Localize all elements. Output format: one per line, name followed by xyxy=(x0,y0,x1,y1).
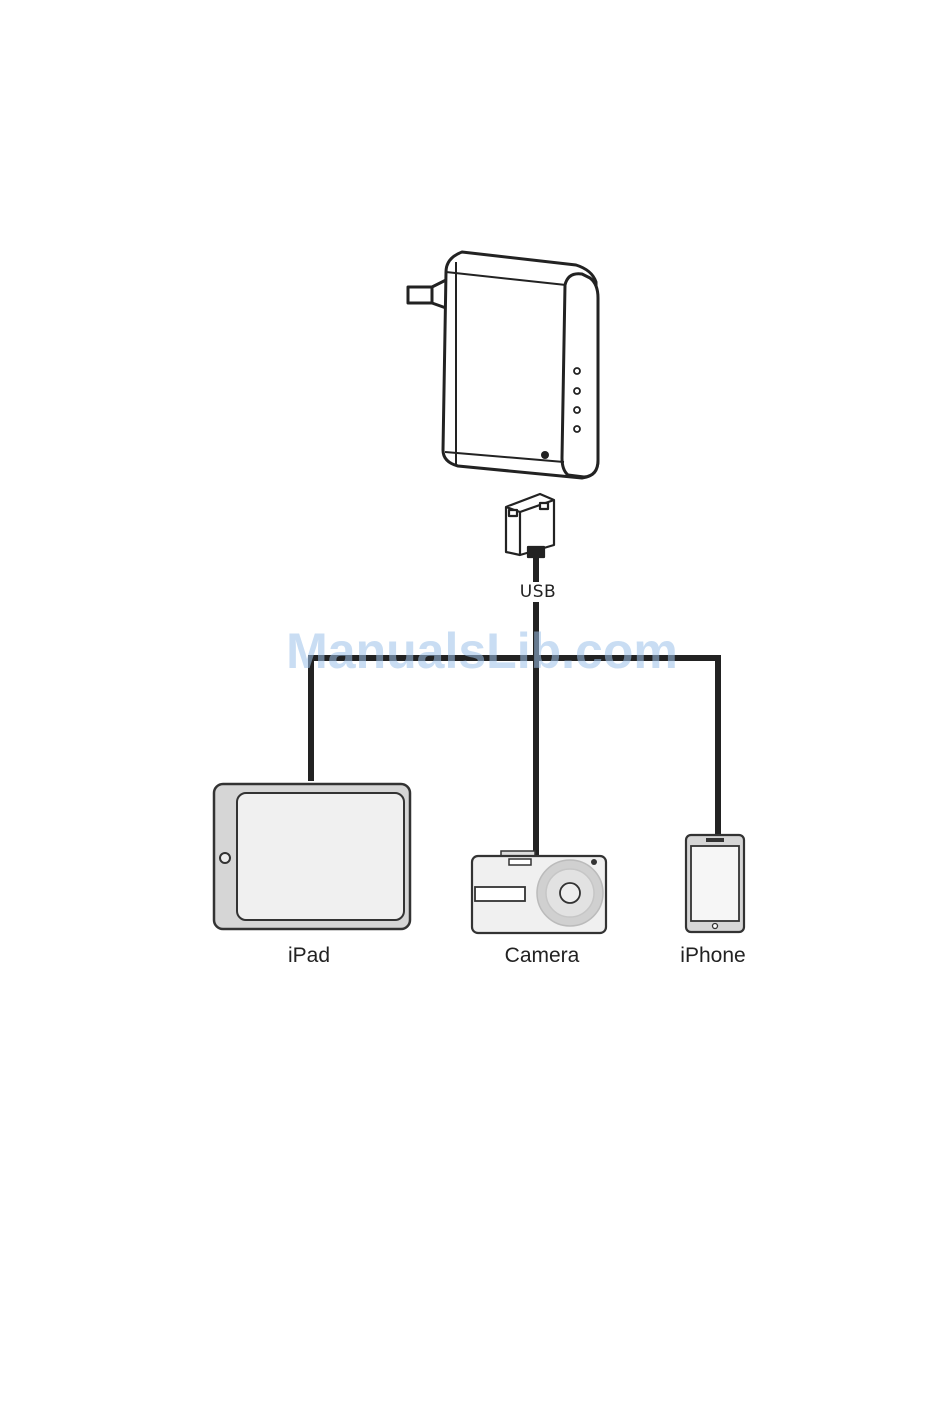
camera-label: Camera xyxy=(505,944,580,968)
camera-icon xyxy=(472,851,606,933)
iphone-label: iPhone xyxy=(680,944,745,968)
ipad-icon xyxy=(214,784,410,929)
usb-plug-icon xyxy=(506,494,554,557)
ipad-label: iPad xyxy=(288,944,330,968)
usb-label: USB xyxy=(517,582,559,602)
wall-charger-router-icon xyxy=(408,252,598,478)
iphone-cable xyxy=(536,658,718,838)
ipad-cable xyxy=(311,658,536,781)
iphone-icon xyxy=(686,835,744,932)
